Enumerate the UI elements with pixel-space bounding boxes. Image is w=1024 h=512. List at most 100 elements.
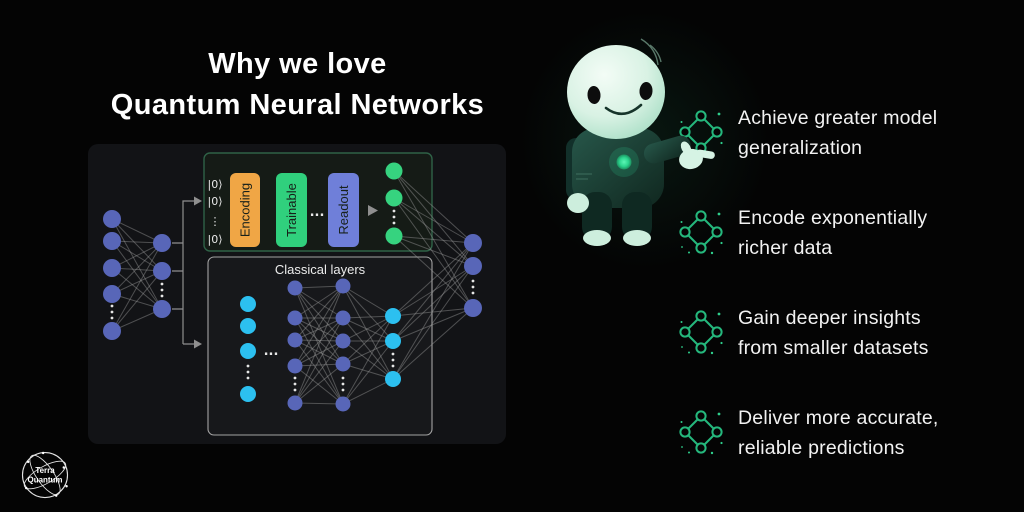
- mascot-torso: [572, 128, 664, 208]
- network-edge: [294, 317, 344, 342]
- network-edge: [111, 242, 163, 332]
- network-edge: [111, 240, 163, 310]
- network-edge: [342, 315, 394, 319]
- network-edge: [111, 218, 163, 310]
- network-edge: [294, 317, 344, 365]
- benefit-item-accurate-predictions: Deliver more accurate, reliable predicti…: [678, 404, 939, 463]
- network-edge: [111, 218, 163, 272]
- benefit-line: Deliver more accurate,: [738, 407, 939, 429]
- network-edge: [393, 170, 474, 244]
- logo-text-terra: Terra: [35, 466, 55, 475]
- network-edge: [342, 315, 394, 365]
- network-edge: [342, 378, 394, 405]
- final-output-nodes: [464, 234, 482, 317]
- network-edge: [342, 340, 394, 405]
- network-edge: [342, 285, 394, 317]
- benefit-line: generalization: [738, 136, 863, 159]
- network-node: [240, 318, 256, 334]
- ellipsis-dots: [392, 215, 396, 219]
- network-edge: [294, 285, 344, 319]
- benefit-line: richer data: [738, 236, 833, 259]
- encoding-block-label: Encoding: [238, 183, 253, 237]
- benefit-line: Achieve greater model: [738, 107, 938, 129]
- network-edge: [111, 270, 163, 295]
- ellipsis-dots: [160, 282, 164, 286]
- mascot-left-leg: [582, 192, 612, 240]
- benefit-line: Encode exponentially: [738, 207, 928, 229]
- mascot-hair-lines: [640, 38, 662, 66]
- network-edge: [392, 307, 474, 380]
- network-node: [287, 395, 303, 411]
- classical-blue-layer1-nodes: [287, 280, 303, 411]
- classical-cyan-input-nodes: [240, 296, 256, 402]
- classical-box-label: Classical layers: [275, 262, 366, 277]
- logo-sphere: [21, 451, 69, 499]
- ellipsis-dots: [160, 288, 164, 292]
- classical-blue-layer2-nodes: [335, 278, 351, 412]
- ellipsis-dots: [391, 352, 395, 356]
- benefit-text: Encode exponentially richer data: [738, 204, 927, 263]
- network-edge: [393, 170, 474, 309]
- network-node: [103, 210, 121, 228]
- network-edge: [111, 242, 163, 295]
- network-edge: [294, 317, 344, 405]
- ellipsis-dots: [341, 388, 345, 392]
- network-edge: [393, 197, 474, 309]
- network-edge: [111, 242, 163, 269]
- network-edge: [392, 242, 474, 317]
- network-node: [335, 310, 351, 326]
- ellipsis-dots: [246, 376, 250, 380]
- benefit-item-deeper-insights: Gain deeper insights from smaller datase…: [678, 304, 939, 363]
- network-edge: [294, 340, 344, 367]
- bracket-lines: [172, 200, 194, 345]
- hidden-layer-nodes: [153, 234, 171, 318]
- mascot-right-foot: [623, 230, 651, 246]
- network-node: [335, 356, 351, 372]
- ellipsis-dots: [160, 294, 164, 298]
- network-edge: [111, 218, 163, 244]
- mascot-right-leg: [622, 192, 652, 240]
- benefit-line: reliable predictions: [738, 436, 905, 459]
- terra-quantum-mascot: [566, 38, 715, 246]
- ellipsis-dots: [293, 388, 297, 392]
- trainable-block-rect: [276, 173, 307, 247]
- mascot-right-eye: [639, 82, 653, 100]
- network-node: [385, 162, 403, 180]
- vertical-ellipsis: ⋮: [210, 215, 221, 228]
- classical-network-edges: [294, 285, 394, 405]
- benefit-item-richer-data: Encode exponentially richer data: [678, 204, 939, 263]
- network-edge: [392, 242, 474, 342]
- ellipsis-dots: [471, 291, 475, 295]
- network-node: [335, 333, 351, 349]
- chest-glow-icon: [616, 154, 632, 170]
- network-node: [287, 332, 303, 348]
- network-node: [385, 308, 401, 324]
- network-node: [335, 278, 351, 294]
- network-edge: [294, 340, 344, 404]
- network-edge: [294, 287, 344, 319]
- readout-block: Readout: [328, 173, 359, 247]
- network-node: [385, 227, 403, 245]
- network-node: [153, 234, 171, 252]
- network-edge: [342, 285, 394, 342]
- ket-zero-label: |0⟩: [208, 233, 223, 246]
- ellipsis-dots: [293, 382, 297, 386]
- ellipsis-dots: [341, 382, 345, 386]
- quantum-output-nodes: [385, 162, 403, 245]
- benefits-list: Achieve greater model generalization: [678, 104, 939, 463]
- arrow-to-quantum-icon: [194, 196, 202, 206]
- network-edge: [294, 339, 344, 342]
- benefit-text: Deliver more accurate, reliable predicti…: [738, 404, 939, 463]
- readout-block-rect: [328, 173, 359, 247]
- network-edge: [342, 317, 394, 342]
- network-edge: [111, 267, 163, 310]
- network-edge: [392, 265, 474, 342]
- benefit-line: from smaller datasets: [738, 336, 929, 359]
- mascot-left-foot: [583, 230, 611, 246]
- network-node: [464, 299, 482, 317]
- network-edge: [393, 197, 474, 244]
- network-edge: [111, 308, 163, 332]
- network-edge: [392, 307, 474, 342]
- mascot-smile: [604, 103, 643, 116]
- ellipsis-dots: [110, 316, 114, 320]
